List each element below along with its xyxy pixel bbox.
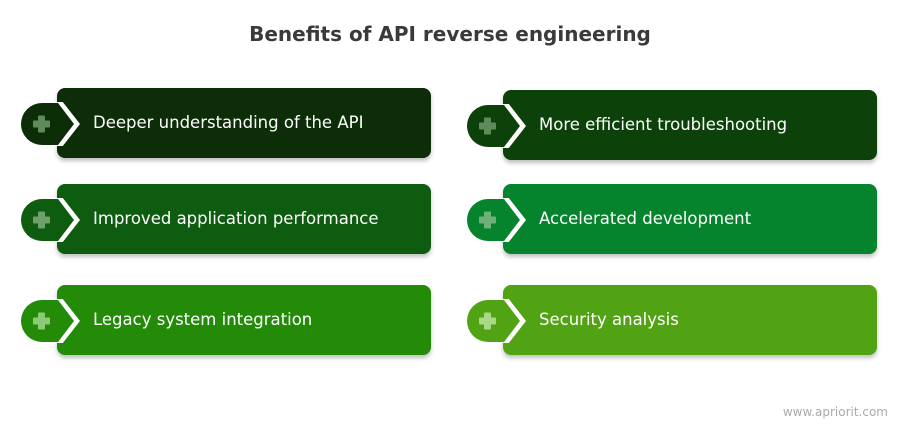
benefit-card-background (57, 285, 431, 355)
benefit-label: Accelerated development (539, 209, 752, 228)
benefit-card-background (503, 184, 877, 254)
plus-icon (466, 299, 526, 343)
plus-icon (20, 299, 80, 343)
benefit-card: Improved application performance (20, 184, 431, 254)
benefit-card-background (503, 285, 877, 355)
plus-icon (466, 104, 526, 148)
benefit-label: Improved application performance (93, 209, 379, 228)
benefit-card: Legacy system integration (20, 285, 431, 355)
benefit-label: Deeper understanding of the API (93, 113, 364, 132)
plus-icon (20, 102, 80, 146)
benefit-card-background (57, 88, 431, 158)
benefit-card: Security analysis (466, 285, 877, 355)
benefit-label: Legacy system integration (93, 310, 313, 329)
benefit-card: Deeper understanding of the API (20, 88, 431, 158)
benefit-card-background (503, 90, 877, 160)
benefit-label: Security analysis (539, 310, 679, 329)
plus-icon (20, 198, 80, 242)
benefit-card-background (57, 184, 431, 254)
benefit-card: Accelerated development (466, 184, 877, 254)
benefit-card: More efficient troubleshooting (466, 90, 877, 160)
benefit-label: More efficient troubleshooting (539, 115, 788, 134)
plus-icon (466, 198, 526, 242)
page-title: Benefits of API reverse engineering (249, 22, 651, 46)
website-url: www.apriorit.com (782, 405, 888, 419)
